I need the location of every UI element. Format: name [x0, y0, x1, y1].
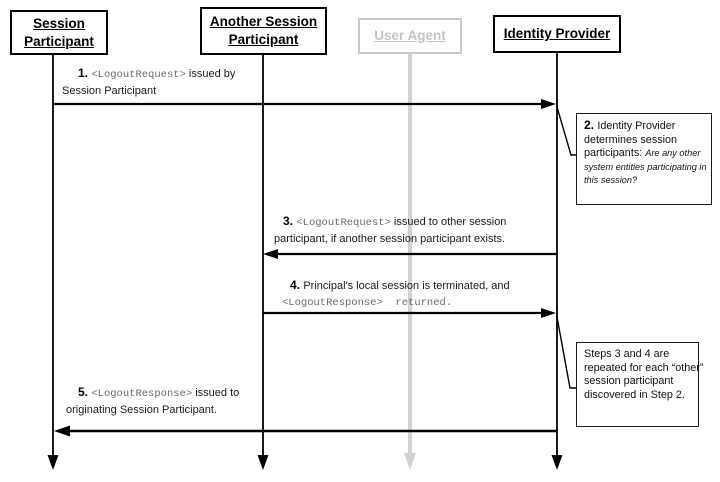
actor-another-session-participant: Another Session Participant — [200, 7, 327, 55]
message-5-arrowhead — [54, 425, 70, 437]
text-segment: issued to — [192, 387, 240, 399]
text-line: originating Session Participant. — [66, 403, 301, 419]
actor-label: Session Participant — [24, 15, 94, 49]
note-steps-3-4-connector — [556, 316, 577, 389]
text-line: 2. Identity Provider — [584, 118, 708, 134]
text-segment: Principal's local session is terminated,… — [303, 280, 510, 292]
text-segment: <LogoutResponse> — [91, 388, 193, 400]
text-segment: Session Participant — [62, 84, 157, 97]
text-segment: 2. — [584, 118, 598, 132]
text-segment: issued to other session — [390, 216, 507, 228]
text-line: participant, if another session particip… — [274, 232, 542, 248]
text-segment: Identity Provider — [597, 120, 676, 132]
actor-session-participant: Session Participant — [10, 10, 108, 55]
text-segment: <LogoutRequest> — [296, 217, 391, 229]
text-line: Session Participant — [62, 84, 287, 100]
lifeline-session-participant-arrowhead — [47, 455, 59, 470]
text-line: participants: Are any other — [584, 147, 708, 161]
text-segment: 1. — [78, 66, 92, 80]
actor-label: Identity Provider — [503, 26, 611, 42]
actor-identity-provider: Identity Provider — [493, 15, 621, 53]
text-segment: repeated for each “other” — [584, 361, 704, 374]
text-line: 3. <LogoutRequest> issued to other sessi… — [274, 214, 542, 232]
message-1-arrowhead — [541, 99, 556, 109]
text-line: 5. <LogoutResponse> issued to — [66, 385, 301, 403]
text-segment: Are any other — [645, 148, 701, 158]
text-line: repeated for each “other” — [584, 362, 703, 376]
text-segment: <LogoutResponse> returned. — [282, 296, 453, 309]
text-line: 4. Principal's local session is terminat… — [282, 278, 550, 295]
text-segment: <LogoutRequest> — [91, 69, 186, 81]
message-4-arrowhead — [541, 308, 556, 318]
lifeline-identity-provider-arrowhead — [551, 455, 563, 470]
text-line: this session? — [584, 174, 708, 188]
text-segment: originating Session Participant. — [66, 403, 218, 416]
text-segment: discovered in Step 2. — [584, 388, 685, 401]
text-segment: this session? — [584, 175, 638, 185]
lifeline-user-agent-arrowhead — [404, 453, 416, 470]
text-line: session participant — [584, 375, 695, 389]
text-line: discovered in Step 2. — [584, 389, 695, 403]
text-segment: issued by — [185, 68, 236, 80]
text-segment: participant, if another session particip… — [274, 232, 506, 245]
text-segment: participants: — [584, 147, 646, 159]
text-line: Steps 3 and 4 are — [584, 348, 695, 362]
text-segment: Steps 3 and 4 are — [584, 348, 670, 360]
note-step-2-connector — [556, 106, 577, 156]
text-segment: 4. — [290, 278, 304, 292]
actor-label: User Agent — [374, 28, 446, 44]
text-segment: 5. — [78, 385, 92, 399]
lifeline-another-session-participant-arrowhead — [257, 455, 269, 470]
message-3-label: 3. <LogoutRequest> issued to other sessi… — [274, 214, 542, 247]
text-line: <LogoutResponse> returned. — [282, 295, 550, 312]
text-line: determines session — [584, 134, 708, 148]
text-segment: session participant — [584, 375, 674, 387]
text-line: system entities participating in — [584, 161, 708, 175]
text-segment: 3. — [283, 214, 297, 228]
text-segment: determines session — [584, 133, 678, 146]
message-4-label: 4. Principal's local session is terminat… — [282, 278, 550, 311]
actor-label: Another Session Participant — [209, 14, 318, 47]
text-line: 1. <LogoutRequest> issued by — [62, 66, 287, 84]
actor-user-agent: User Agent — [358, 18, 462, 54]
text-segment: system entities participating in — [584, 161, 707, 172]
message-3-arrowhead — [263, 249, 278, 259]
